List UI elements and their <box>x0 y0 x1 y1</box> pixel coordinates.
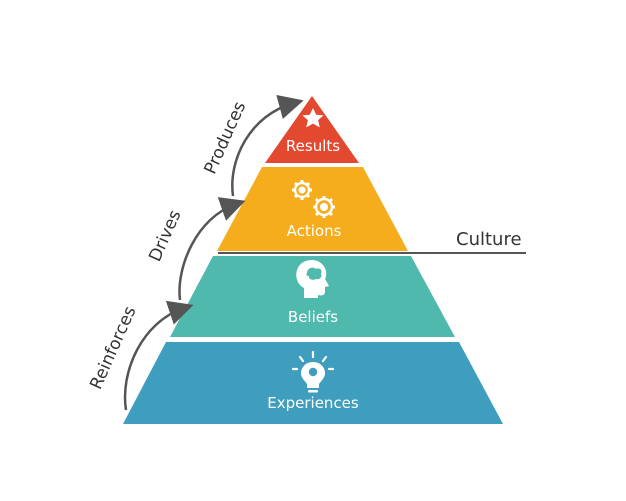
gears-icon <box>292 180 335 218</box>
star-icon <box>302 108 324 128</box>
arrow-label-drives: Drives <box>145 207 185 265</box>
tier-label-beliefs: Beliefs <box>288 308 338 326</box>
tier-label-results: Results <box>286 137 340 155</box>
culture-label: Culture <box>456 229 522 250</box>
tier-results <box>265 96 359 163</box>
head-icon <box>296 260 329 298</box>
arrow-label-produces: Produces <box>201 99 251 178</box>
tier-label-actions: Actions <box>287 222 342 240</box>
lightbulb-icon <box>291 350 335 393</box>
tier-label-experiences: Experiences <box>267 394 359 412</box>
arrow-produces <box>231 94 304 197</box>
arrow-reinforces <box>123 300 194 411</box>
arrow-label-reinforces: Reinforces <box>86 303 140 392</box>
tier-actions <box>217 167 408 251</box>
arrow-drives <box>178 197 246 301</box>
